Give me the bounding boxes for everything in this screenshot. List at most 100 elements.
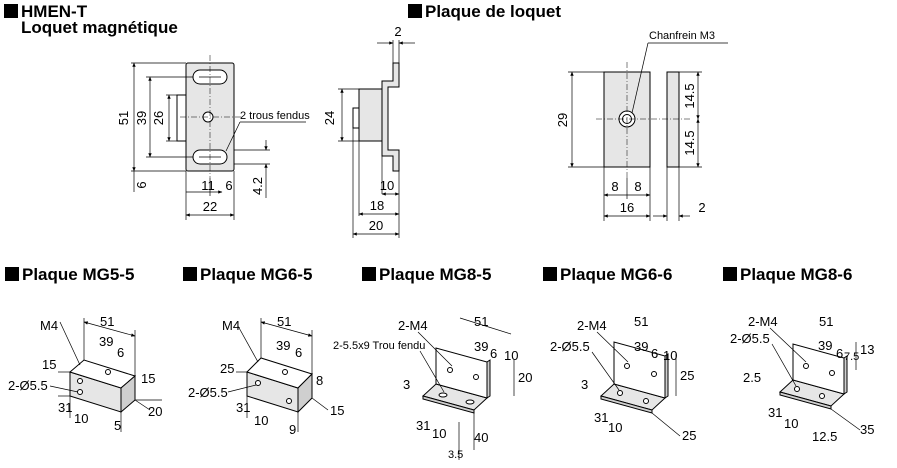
mg8-6-m4: 2-M4 [748, 314, 778, 329]
mg8-5-39: 39 [474, 339, 488, 354]
mg8-5-51: 51 [474, 314, 488, 329]
chamfer-note: Chanfrein M3 [649, 30, 715, 42]
mg8-5-6: 6 [490, 346, 497, 361]
latch-side-view: 2 24 10 18 20 [322, 24, 415, 238]
mg8-5-slot-note: 2-5.5x9 Trou fendu [333, 340, 425, 352]
mg5-5-title: Plaque MG5-5 [5, 266, 134, 284]
mg8-6-31: 31 [768, 405, 782, 420]
mg5-5-51: 51 [100, 314, 114, 329]
mg6-6-10: 10 [663, 348, 677, 363]
mg6-5-15: 15 [330, 403, 344, 418]
dim-14-5-bottom: 14.5 [682, 130, 697, 155]
mg6-6-39: 39 [634, 339, 648, 354]
square-bullet-icon [543, 267, 557, 281]
mg5-5-m4: M4 [40, 318, 58, 333]
mg6-5-25: 25 [220, 361, 234, 376]
latch-side-magnet [352, 107, 360, 129]
dim-8-left: 8 [611, 179, 618, 194]
latch-subtitle: Loquet magnétique [21, 18, 178, 37]
mg8-5-title-text: Plaque MG8-5 [379, 265, 492, 284]
mg8-6-hole: 2-Ø5.5 [730, 331, 770, 346]
mg6-5-10: 10 [254, 413, 268, 428]
mg6-5-8: 8 [316, 373, 323, 388]
mg8-5-title: Plaque MG8-5 [362, 266, 491, 284]
mg8-6-35: 35 [860, 422, 874, 437]
mg5-5-view: M4 51 39 6 15 15 2-Ø5.5 31 10 20 5 [8, 314, 162, 433]
mg6-6-6: 6 [651, 346, 658, 361]
slot-note: 2 trous fendus [240, 110, 310, 122]
mg8-6-10: 10 [784, 416, 798, 431]
square-bullet-icon [723, 267, 737, 281]
dim-6: 6 [134, 181, 149, 188]
mg8-6-2-5: 2.5 [743, 370, 761, 385]
mg8-5-10: 10 [504, 348, 518, 363]
mg6-6-title-text: Plaque MG6-6 [560, 265, 673, 284]
dim-plate-2: 2 [698, 200, 705, 215]
latch-side-body [358, 88, 383, 142]
mg8-6-51: 51 [819, 314, 833, 329]
latch-plate-view: Chanfrein M3 29 14.5 14.5 8 8 16 [555, 30, 728, 221]
mg8-5-edge [486, 359, 491, 399]
mg5-5-15b: 15 [141, 371, 155, 386]
mg6-6-hole: 2-Ø5.5 [550, 339, 590, 354]
mg6-5-39: 39 [276, 338, 290, 353]
mg6-6-25b: 25 [682, 428, 696, 443]
square-bullet-icon [5, 267, 19, 281]
mg5-5-15a: 15 [42, 357, 56, 372]
mg8-6-title-text: Plaque MG8-6 [740, 265, 853, 284]
mg8-5-31: 31 [416, 418, 430, 433]
mg8-6-title: Plaque MG8-6 [723, 266, 852, 284]
mg8-5-20: 20 [518, 370, 532, 385]
mg6-5-51: 51 [277, 314, 291, 329]
latch-side-bracket [381, 62, 400, 172]
mg6-6-title: Plaque MG6-6 [543, 266, 672, 284]
latch-title: HMEN-T [4, 3, 87, 21]
mg5-5-title-text: Plaque MG5-5 [22, 265, 135, 284]
mg6-6-51: 51 [634, 314, 648, 329]
mg8-6-39: 39 [818, 338, 832, 353]
mg8-6-view: 2-M4 2-Ø5.5 51 39 6 7.5 13 2.5 31 10 12.… [730, 314, 874, 444]
mg8-5-40: 40 [474, 430, 488, 445]
mg6-6-view: 2-M4 2-Ø5.5 51 39 6 10 25 3 31 10 25 [550, 314, 696, 443]
mg6-6-10b: 10 [608, 420, 622, 435]
dim-side-2: 2 [394, 24, 401, 39]
mg6-5-title-text: Plaque MG6-5 [200, 265, 313, 284]
dim-4-2: 4.2 [250, 177, 265, 195]
dim-side-18: 18 [370, 198, 384, 213]
square-bullet-icon [4, 4, 18, 18]
square-bullet-icon [362, 267, 376, 281]
mg6-5-m4: M4 [222, 318, 240, 333]
mg8-6-6: 6 [836, 346, 843, 361]
mg6-6-m4: 2-M4 [577, 318, 607, 333]
mg6-5-view: M4 51 39 6 25 8 2-Ø5.5 31 10 15 9 [188, 314, 344, 437]
mg6-6-3: 3 [581, 377, 588, 392]
mg8-5-m4: 2-M4 [398, 318, 428, 333]
mg6-5-hole: 2-Ø5.5 [188, 385, 228, 400]
dim-39: 39 [134, 111, 149, 125]
mg8-6-7-5: 7.5 [844, 351, 859, 363]
dim-26: 26 [151, 111, 166, 125]
mg5-5-20: 20 [148, 404, 162, 419]
mg6-5-title: Plaque MG6-5 [183, 266, 312, 284]
mg6-5-9: 9 [289, 422, 296, 437]
dim-8-right: 8 [634, 179, 641, 194]
mg5-5-31: 31 [58, 400, 72, 415]
mg8-5-3: 3 [403, 377, 410, 392]
dim-side-20: 20 [369, 218, 383, 233]
square-bullet-icon [183, 267, 197, 281]
mg5-5-hole: 2-Ø5.5 [8, 378, 48, 393]
plate-title: Plaque de loquet [408, 3, 561, 21]
mg6-6-31: 31 [594, 410, 608, 425]
dim-24: 24 [322, 111, 337, 125]
plate-title-text: Plaque de loquet [425, 2, 562, 21]
mg5-5-6: 6 [117, 345, 124, 360]
latch-front-view: 51 39 26 6 11 6 22 4.2 2 trous fendus [116, 55, 310, 220]
mg6-6-25a: 25 [680, 368, 694, 383]
mg8-5-3-5: 3.5 [448, 449, 463, 461]
mg8-5-view: 2-M4 2-5.5x9 Trou fendu 51 39 6 10 20 3 … [333, 314, 532, 461]
dim-22: 22 [203, 199, 217, 214]
dim-14-5-top: 14.5 [682, 83, 697, 108]
mg6-5-6: 6 [295, 345, 302, 360]
